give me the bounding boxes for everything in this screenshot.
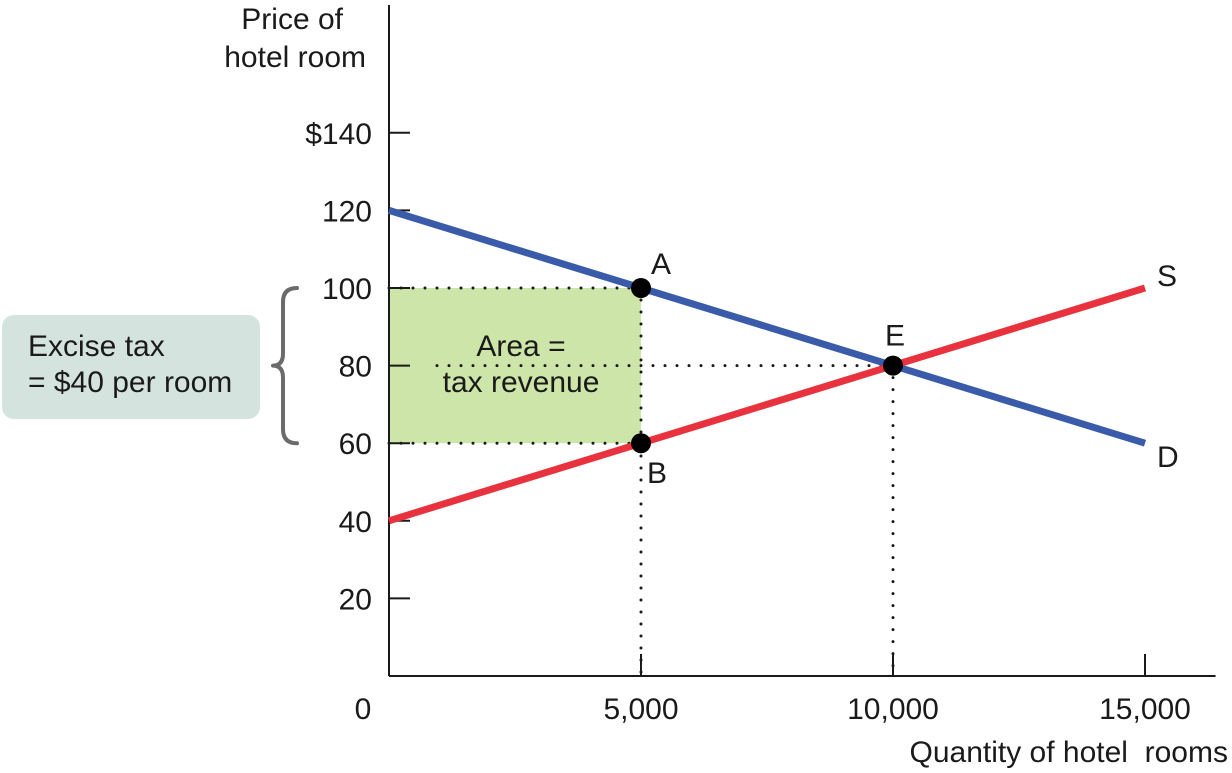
supply-curve <box>387 284 1147 525</box>
tax-revenue-label: Area =tax revenue <box>443 330 600 399</box>
curves: DS <box>387 207 1179 525</box>
point-e <box>883 355 903 376</box>
point-label-a: A <box>651 248 671 281</box>
tax-revenue-label-line: Area = <box>476 330 565 363</box>
demand-label: D <box>1157 441 1179 474</box>
dotted-guides <box>387 286 895 678</box>
x-tick-label: 0 <box>355 693 372 726</box>
point-a <box>631 278 651 298</box>
x-tick-label: 15,000 <box>1099 693 1191 726</box>
y-tick-label: 40 <box>339 506 372 539</box>
demand-curve <box>387 207 1147 447</box>
x-tick-label: 5,000 <box>603 693 678 726</box>
x-axis-ticks: 0 5,000 10,000 15,000 <box>355 654 1191 726</box>
y-axis-title-line-2: hotel room <box>224 41 366 74</box>
excise-tax-callout-line-1: Excise tax <box>28 330 165 363</box>
excise-tax-callout-box <box>2 315 260 419</box>
point-label-e: E <box>885 320 905 353</box>
y-tick-label: 100 <box>322 273 372 306</box>
y-axis-ticks: 20 40 60 80 100 120 $140 <box>305 118 410 616</box>
y-tick-label: 80 <box>339 351 372 384</box>
brace-icon <box>271 286 299 446</box>
supply-label: S <box>1157 260 1177 293</box>
chart-points: A B E <box>631 248 905 490</box>
y-tick-label: $140 <box>305 118 372 151</box>
point-label-b: B <box>647 457 667 490</box>
point-b <box>631 433 651 454</box>
x-tick-label: 10,000 <box>847 693 939 726</box>
excise-tax-callout-line-2: = $40 per room <box>28 366 232 399</box>
tax-revenue-area <box>389 288 641 444</box>
y-axis-title-line-1: Price of <box>241 3 343 36</box>
y-tick-label: 20 <box>339 583 372 616</box>
tax-revenue-label-line: tax revenue <box>443 366 600 399</box>
x-axis-title: Quantity of hotel rooms <box>910 736 1229 769</box>
y-tick-label: 60 <box>339 428 372 461</box>
y-tick-label: 120 <box>322 195 372 228</box>
